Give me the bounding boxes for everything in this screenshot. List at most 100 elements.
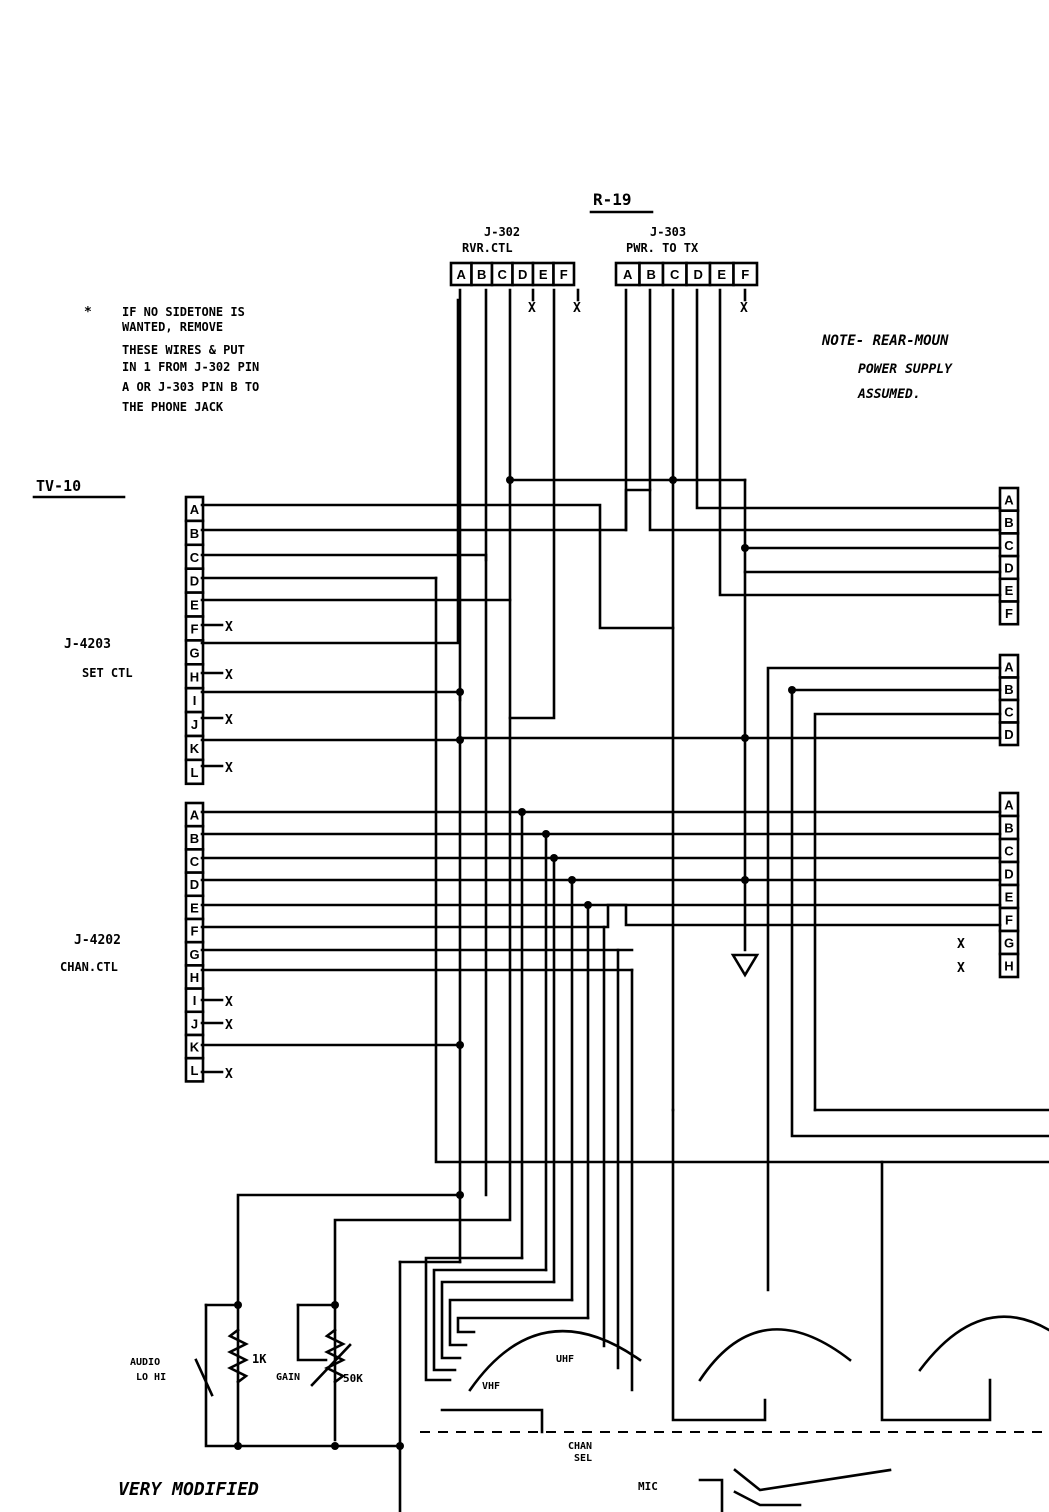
diagram-title: R-19 (593, 190, 632, 209)
mic-label: MIC (638, 1480, 658, 1493)
audio-switch (194, 1358, 214, 1397)
wire (440, 1280, 556, 1360)
wire (200, 488, 1002, 532)
right3-pin-box (998, 952, 1020, 979)
junction-dot (518, 808, 526, 816)
resistor-50k (324, 1328, 346, 1384)
right2-pin-label: B (1004, 682, 1013, 697)
j4203-pin-label: F (191, 621, 199, 636)
junction-dot (568, 876, 576, 884)
j302-label: J-302 (484, 225, 520, 239)
junction-dot (331, 1301, 339, 1309)
wire (790, 688, 1049, 1138)
wire (434, 576, 1049, 1164)
note-line-2: WANTED, REMOVE (122, 320, 223, 334)
mic-jack (698, 1478, 724, 1512)
wire (204, 1303, 402, 1448)
j4203-pin-label: I (193, 693, 197, 708)
j4203-pin-label: L (191, 765, 199, 780)
j302-pin-label: F (560, 267, 568, 282)
j4202-pin-label: D (190, 877, 199, 892)
junction-dot (788, 686, 796, 694)
j4203-pin-label: J (191, 717, 198, 732)
x-mark: X (225, 1067, 233, 1082)
junction-dot (396, 1442, 404, 1450)
mic-wire (733, 1468, 892, 1492)
wire (440, 1408, 544, 1434)
uhf-label: UHF (556, 1354, 574, 1365)
j303-pin-label: F (741, 267, 749, 282)
wire (333, 288, 512, 1442)
x-mark: X (957, 961, 965, 976)
note-line-3: THESE WIRES & PUT (122, 343, 245, 357)
wire (695, 288, 1002, 510)
wafer-3 (918, 1315, 1049, 1372)
j4202-function: CHAN.CTL (60, 960, 118, 974)
j4203-label: J-4203 (64, 637, 111, 652)
x-mark: X (740, 301, 748, 316)
pot-wiper (310, 1343, 352, 1387)
wire (880, 1160, 992, 1422)
j4203-pin-label: H (190, 669, 199, 684)
vhf-uhf-wafer (468, 1329, 642, 1392)
wire (424, 1256, 524, 1382)
note-line-5: A OR J-303 PIN B TO (122, 380, 259, 394)
ground-symbol (730, 953, 760, 978)
j4203-pin-box (184, 758, 205, 786)
wire (718, 288, 1002, 597)
j302-pin-label: A (457, 267, 467, 282)
wire (200, 903, 1002, 929)
x-mark: X (225, 713, 233, 728)
junction-dot (456, 688, 464, 696)
power-note-line-3: ASSUMED. (857, 387, 921, 402)
junctions (234, 476, 796, 1450)
wire (200, 903, 1002, 927)
right3-pin-label: C (1004, 844, 1014, 859)
power-supply-note: NOTE- REAR-MOUN POWER SUPPLY ASSUMED. (821, 333, 953, 402)
j4202-pin-box (184, 1056, 205, 1083)
junction-dot (741, 544, 749, 552)
wafer-2 (698, 1328, 852, 1382)
junction-dot (542, 830, 550, 838)
mic-wire (733, 1490, 802, 1507)
wire (456, 1316, 590, 1334)
right3-pin-label: H (1004, 959, 1013, 974)
j4202-pin-label: C (190, 854, 200, 869)
footer-text: VERY MODIFIED (118, 1479, 259, 1500)
j4203-pin-label: A (190, 502, 200, 517)
right3-pin-label: G (1004, 936, 1014, 951)
j303-pin-label: E (717, 267, 726, 282)
junction-dot (550, 854, 558, 862)
wiring (194, 288, 1049, 1512)
junction-dot (741, 734, 749, 742)
x-mark: X (225, 761, 233, 776)
right1-pin-label: A (1004, 492, 1014, 507)
x-mark: X (528, 301, 536, 316)
x-mark: X (225, 995, 233, 1010)
junction-dot (669, 476, 677, 484)
r1-label: 1K (252, 1352, 267, 1366)
junction-dot (741, 876, 749, 884)
junction-dot (234, 1301, 242, 1309)
j302-function: RVR.CTL (462, 241, 513, 255)
x-mark: X (225, 668, 233, 683)
note-line-6: THE PHONE JACK (122, 400, 224, 414)
wire (296, 1303, 328, 1362)
right1-pin-label: B (1004, 515, 1013, 530)
j4203-pin-label: C (190, 550, 200, 565)
x-mark: X (957, 937, 965, 952)
j302-pin-box (552, 261, 576, 287)
junction-dot (584, 901, 592, 909)
audio-label: AUDIO (130, 1357, 160, 1368)
j303-function: PWR. TO TX (626, 241, 699, 255)
tv10-label: TV-10 (36, 477, 81, 495)
j4202-pin-label: I (193, 993, 197, 1008)
right3-pin-label: E (1005, 890, 1014, 905)
right3-pin-label: B (1004, 821, 1013, 836)
power-note-line-2: POWER SUPPLY (858, 362, 953, 377)
j4202-pin-label: E (190, 900, 199, 915)
resistor-1k (227, 1328, 249, 1384)
junction-dot (456, 736, 464, 744)
